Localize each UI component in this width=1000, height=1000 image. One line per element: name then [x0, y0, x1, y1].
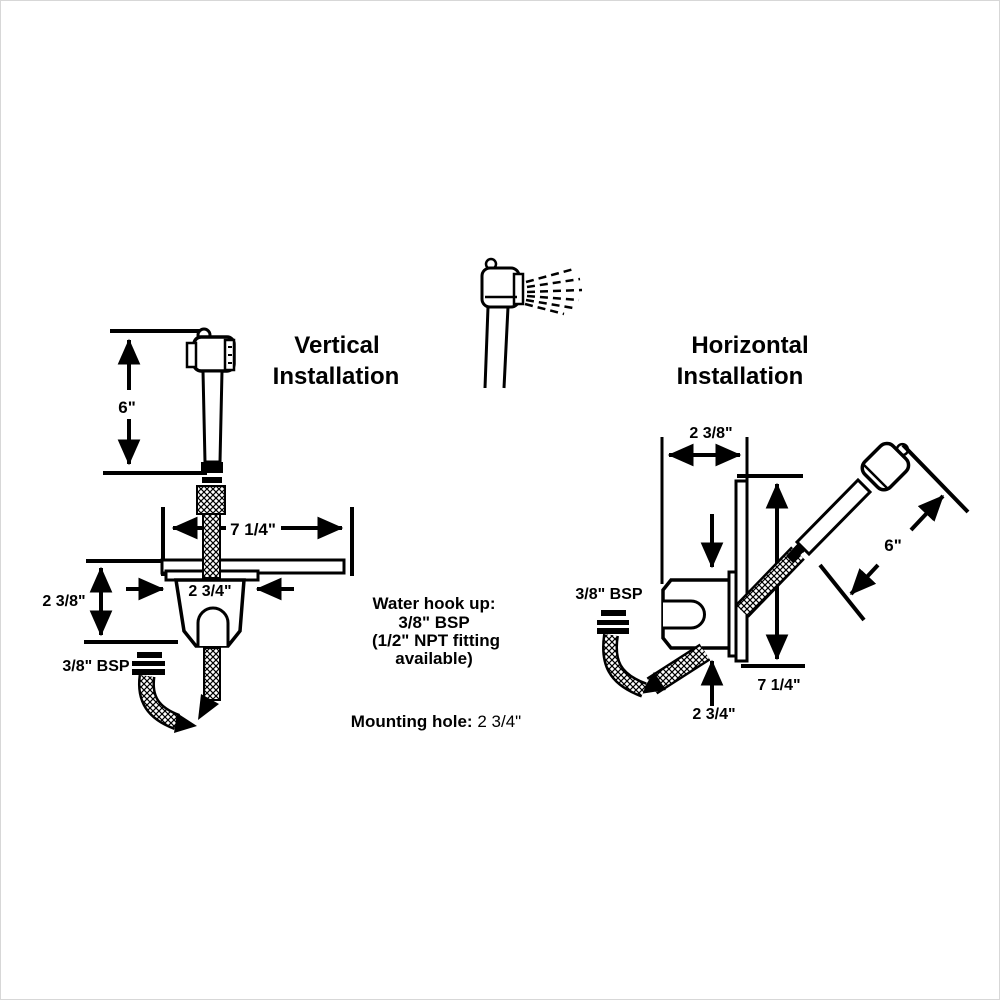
sprayer-handle — [794, 477, 873, 557]
head-neck-line — [861, 462, 890, 491]
cup-dome-cutout — [663, 599, 706, 630]
dim-clearance-label: 7 1/4" — [230, 520, 276, 539]
clearance-reference-lines — [737, 474, 805, 668]
supply-fitting-vertical: 3/8" BSP — [62, 652, 197, 733]
mounting-hole-note: Mounting hole: 2 3/4" — [351, 712, 521, 731]
dim-handle-height: 6" — [117, 338, 141, 466]
mounting-hole-value: 2 3/4" — [473, 712, 522, 731]
sprayer-nozzle-face — [512, 272, 525, 306]
vertical-title-line1: Vertical — [294, 332, 379, 359]
dim-hole-horizontal: 2 3/4" — [692, 514, 736, 723]
dim-depth-horizontal: 2 3/8" — [660, 425, 749, 584]
dim-hole-label: 2 3/4" — [188, 583, 231, 600]
vertical-installation: Vertical Installation 6" — [42, 327, 400, 733]
fitting-cap — [137, 652, 162, 658]
sprayer-trigger — [185, 341, 198, 369]
mounting-plate — [734, 479, 749, 663]
water-hookup-line1: Water hook up: — [372, 594, 495, 613]
dim-hole-label: 2 3/4" — [692, 706, 735, 723]
hose-coupling — [196, 485, 226, 515]
dim-depth-label: 2 3/8" — [689, 425, 732, 442]
sprayer-vertical — [185, 327, 236, 473]
dim-clearance-label: 7 1/4" — [757, 677, 800, 694]
hose — [736, 548, 804, 616]
horizontal-installation: Horizontal Installation 2 3/8" 7 1/4" — [575, 332, 970, 723]
hose-vertical-upper — [196, 477, 226, 515]
notes: Water hook up: 3/8" BSP (1/2" NPT fittin… — [351, 594, 521, 731]
dim-height-label: 6" — [118, 398, 136, 417]
nozzle-ticks — [228, 346, 232, 364]
hose-direction-arrow — [198, 694, 219, 720]
sprayer-horizontal — [786, 441, 911, 563]
fitting-label: 3/8" BSP — [62, 658, 130, 675]
hose-through-counter — [202, 513, 221, 579]
handle-end-band — [201, 462, 223, 473]
dim-clearance-width: 7 1/4" — [161, 507, 354, 576]
length-arrow-lower — [849, 563, 880, 596]
mounting-cup-horizontal — [661, 479, 749, 663]
vertical-title-line2: Installation — [273, 363, 400, 390]
supply-hose — [140, 675, 180, 728]
mounting-hole-label: Mounting hole: — [351, 712, 473, 731]
supply-fitting-horizontal: 3/8" BSP — [575, 586, 648, 698]
dim-length-horizontal: 6" — [818, 443, 970, 622]
sprayer-handle — [201, 369, 224, 464]
water-hookup-line4: available) — [395, 649, 473, 668]
fitting-label: 3/8" BSP — [575, 586, 643, 603]
dim-depth-label: 2 3/8" — [42, 593, 85, 610]
hose-vertical-lower — [198, 647, 221, 720]
supply-hose — [604, 634, 647, 696]
hose-exit — [647, 645, 710, 693]
cup-dome-cutout — [196, 606, 230, 646]
water-hookup-line2: 3/8" BSP — [398, 613, 469, 632]
hose-horizontal — [640, 546, 805, 695]
spray-head-center — [480, 257, 583, 389]
water-hookup-line3: (1/2" NPT fitting — [372, 631, 500, 650]
horizontal-title-line2: Installation — [677, 363, 804, 390]
sprayer-handle — [483, 306, 510, 389]
fitting-cap — [601, 610, 626, 616]
dim-hole-vertical: 2 3/4" — [126, 577, 294, 601]
sprayer-head — [860, 441, 911, 492]
dim-depth-vertical: 2 3/8" — [42, 559, 178, 644]
hose-below-cup — [203, 647, 221, 701]
depth-reference-lines — [84, 559, 178, 644]
height-reference-lines — [103, 329, 207, 475]
hose-direction-arrow — [640, 672, 666, 694]
sprayer-head-group — [860, 441, 911, 492]
water-spray-lines — [524, 267, 583, 316]
length-arrow-upper — [909, 494, 945, 532]
dim-length-label: 6" — [884, 536, 902, 555]
fitting-nut-stripe — [132, 666, 165, 669]
horizontal-title-line1: Horizontal — [691, 332, 808, 359]
supply-hose-arrow — [174, 713, 197, 733]
hose-coupling-band — [202, 477, 222, 483]
fitting-nut-stripe — [597, 625, 629, 628]
length-ticks — [818, 443, 970, 622]
